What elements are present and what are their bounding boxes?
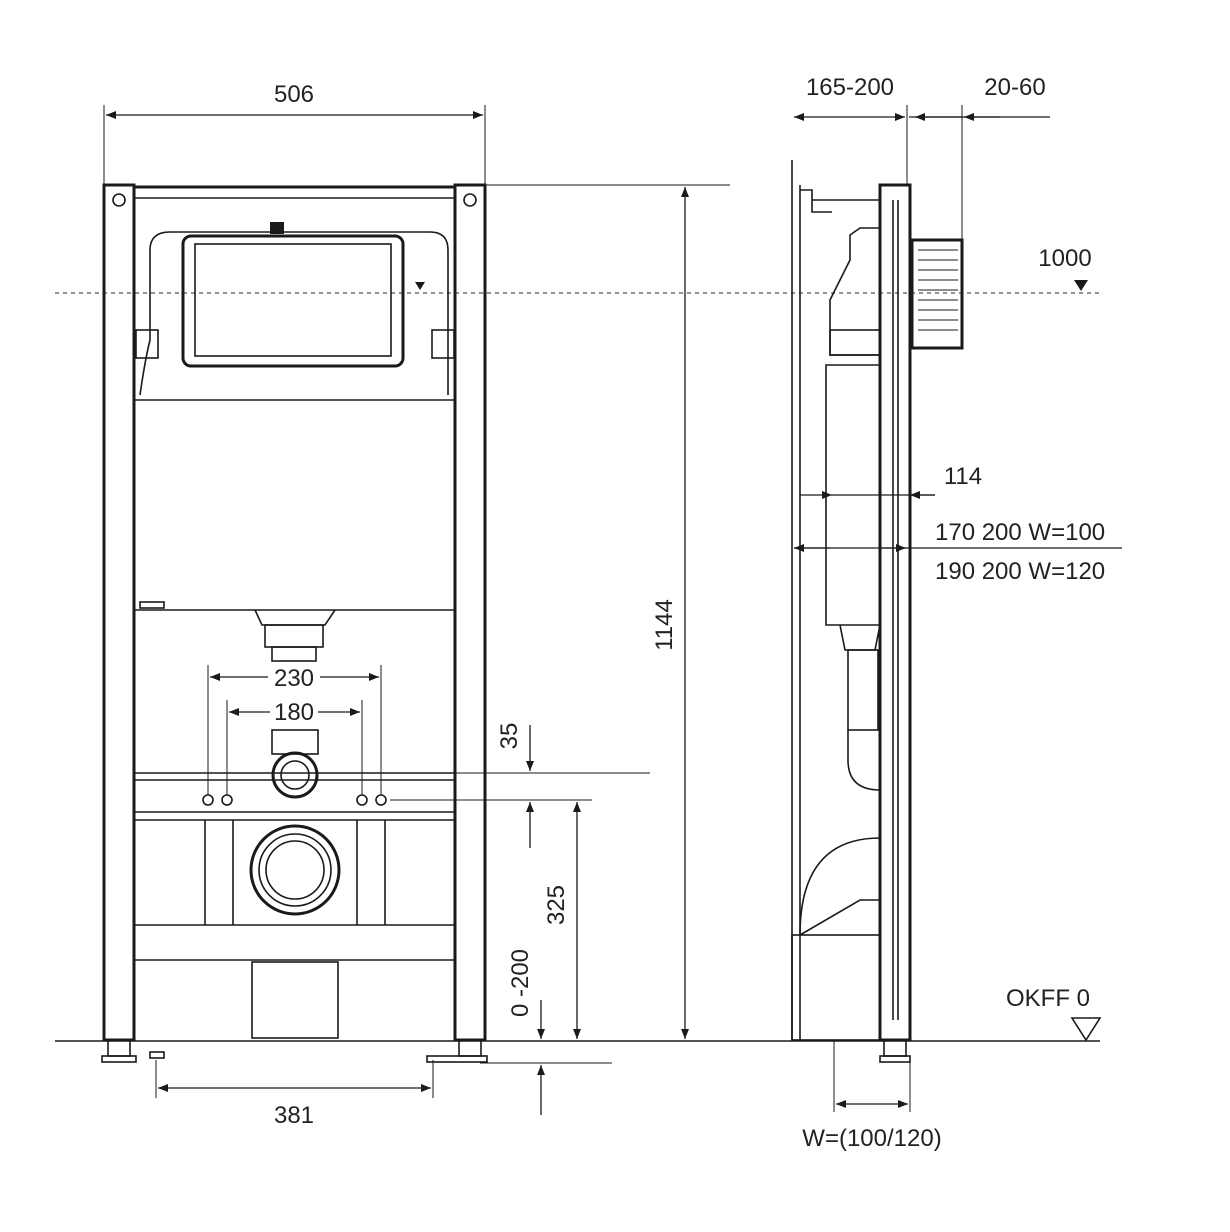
left-post [102,183,136,1042]
axis-height-1000: 1000 [1038,245,1091,272]
foot-spacing-381: 381 [274,1102,314,1129]
frame-depth-114: 114 [944,463,982,490]
side-view [791,160,964,1063]
pipe-spacing-180: 180 [274,699,314,726]
floor-level-icon [1070,1017,1102,1042]
depth-165-200: 165-200 [806,74,894,101]
wall-depth-w120: 190 200 W=120 [935,558,1105,585]
front-view [101,183,488,1063]
side-dimensions: 165-200 20-60 1000 114 170 200 W=100 190… [794,74,1122,1152]
width-dimension: 506 [274,81,314,108]
offset-35: 35 [496,723,523,750]
pipe-spacing-230: 230 [274,665,314,692]
height-dimension: 1144 [651,599,678,651]
level-marker-icon [1074,280,1088,291]
wall-width-label: W=(100/120) [802,1125,941,1152]
button-depth-20-60: 20-60 [984,74,1045,101]
right-post [453,183,487,1042]
wall-depth-w100: 170 200 W=100 [935,519,1105,546]
floor-level-label: OKFF 0 [1006,985,1090,1012]
front-dimensions: 506 1144 230 180 35 325 0 -200 381 [103,81,730,1129]
bolt-height-325: 325 [543,885,570,925]
leg-adjust-0-200: 0 -200 [507,949,534,1017]
